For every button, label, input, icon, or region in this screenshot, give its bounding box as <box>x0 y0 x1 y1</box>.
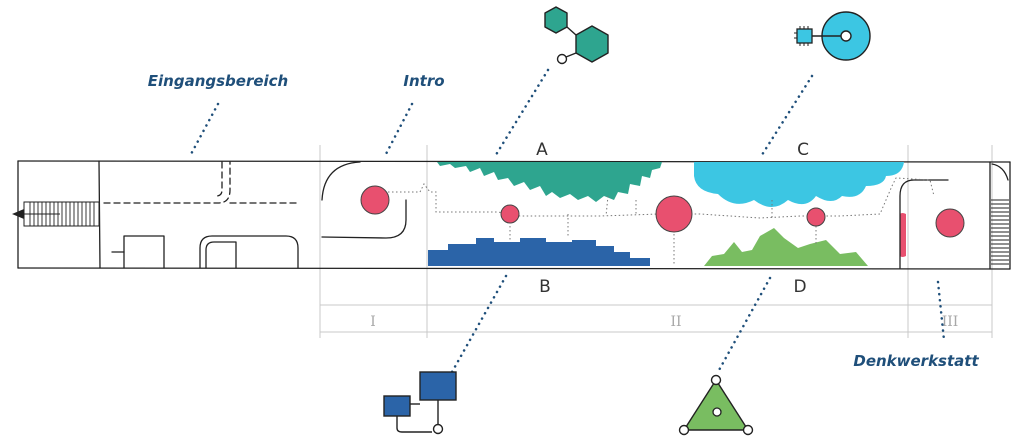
zone-three-label: III <box>942 314 959 330</box>
triangle-network-icon <box>678 374 754 436</box>
section-b-letter: B <box>539 277 551 297</box>
station-intro <box>360 185 390 215</box>
section-d-installation <box>704 228 868 266</box>
station-center <box>655 195 693 233</box>
intro-label: Intro <box>403 72 444 90</box>
zone-one-label: I <box>370 314 376 330</box>
zone-two-label: II <box>670 314 681 330</box>
entrance-area <box>103 161 299 269</box>
section-d-letter: D <box>793 277 806 297</box>
workshop-label: Denkwerkstatt <box>853 352 979 370</box>
section-b-installation <box>428 238 650 266</box>
section-a-installation <box>437 162 662 202</box>
leader-lines <box>188 68 946 374</box>
exit-arrow-icon <box>12 209 24 219</box>
section-c-installation <box>694 162 904 207</box>
entrance-label: Eingangsbereich <box>148 72 288 90</box>
linked-squares-icon <box>383 371 457 435</box>
station-workshop <box>935 208 965 238</box>
hexagon-molecule-icon <box>544 6 609 65</box>
chip-target-icon <box>794 11 871 61</box>
workshop-panel <box>900 213 906 257</box>
intro-curve <box>321 161 361 201</box>
section-a-letter: A <box>536 140 548 160</box>
zone-ruler: I II III <box>319 145 993 338</box>
intro-wall <box>321 199 407 239</box>
workshop-wall <box>899 179 949 269</box>
exit-stairs <box>991 163 1009 265</box>
corridor-outline <box>17 160 1011 270</box>
stations <box>360 185 965 238</box>
entrance-stairs <box>12 201 100 227</box>
station-a-b <box>500 204 520 224</box>
section-c-letter: C <box>797 140 809 160</box>
station-c-d <box>806 207 826 227</box>
